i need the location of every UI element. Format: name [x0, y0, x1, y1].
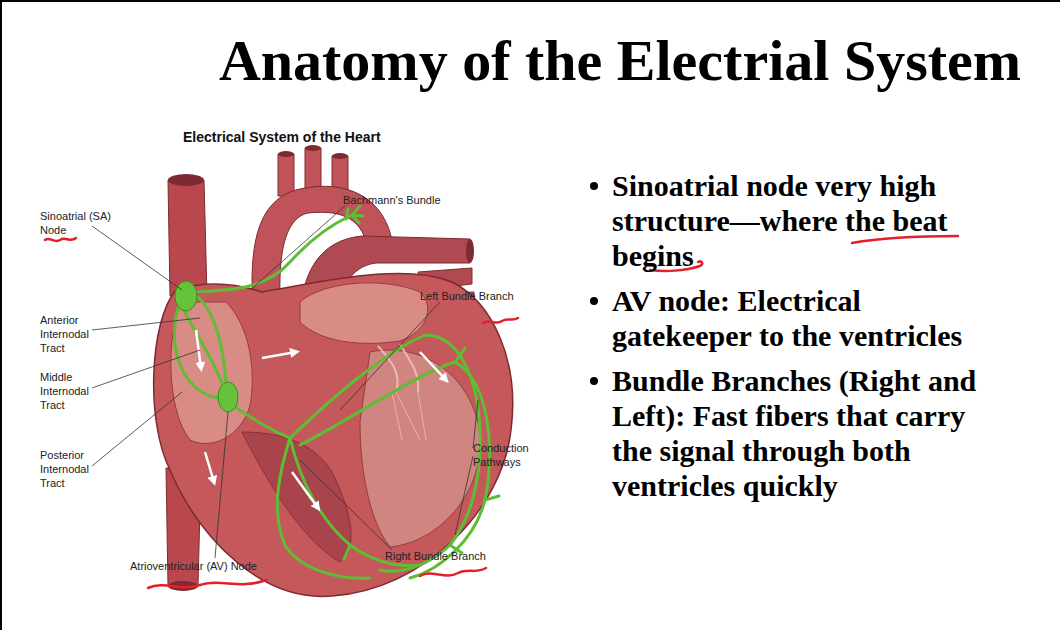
leader-line — [455, 456, 473, 535]
artery-opening — [278, 151, 294, 157]
leader-line — [92, 318, 200, 330]
artery-opening — [305, 145, 321, 151]
artery-branch — [305, 148, 321, 192]
part-label: Sinoatrial (SA) Node — [40, 209, 126, 237]
bullet-point: Sinoatrial node very high structure—wher… — [612, 168, 997, 273]
hand-underline — [483, 318, 518, 323]
part-label: Atrioventricular (AV) Node — [130, 559, 330, 573]
bachmann-ends — [346, 206, 363, 223]
figure-heading: Electrical System of the Heart — [183, 128, 463, 146]
slide-border — [0, 0, 1060, 2]
middle-tract — [184, 310, 222, 384]
heart-valve — [378, 344, 418, 392]
leader-line — [92, 392, 182, 466]
artery-opening — [332, 153, 348, 159]
part-label: Right Bundle Branch — [385, 549, 535, 563]
part-label: Bachmann's Bundle — [343, 193, 493, 207]
leader-line — [250, 206, 345, 290]
hand-underline — [148, 580, 266, 588]
bullet-dot — [590, 377, 598, 385]
right-ventricle — [242, 432, 351, 562]
chordae — [392, 392, 426, 440]
artery-opening — [466, 239, 474, 263]
slide-border — [0, 0, 2, 630]
left-ventricle — [360, 350, 480, 547]
bullet-dot — [590, 182, 598, 190]
slide-title: Anatomy of the Electrial System — [180, 28, 1060, 94]
right-atrium — [171, 302, 252, 444]
left-bundle — [290, 335, 480, 571]
right-bundle — [277, 438, 370, 578]
anterior-tract — [190, 292, 226, 382]
leader-line — [92, 350, 200, 388]
av-node — [218, 382, 238, 412]
impulse-arrow — [196, 330, 201, 368]
leader-line — [92, 226, 182, 290]
impulse-arrows — [196, 330, 446, 508]
heart-body — [154, 273, 513, 596]
bullet-point: Bundle Branches (Right and Left): Fast f… — [612, 363, 997, 503]
part-label: Posterior Internodal Tract — [40, 448, 100, 490]
part-label: Middle Internodal Tract — [40, 370, 98, 412]
his-bundle — [232, 405, 290, 438]
left-atrium — [300, 283, 428, 344]
leader-lines — [92, 206, 478, 558]
vena-cava — [168, 180, 207, 296]
impulse-arrow — [292, 472, 318, 508]
sa-node — [175, 281, 197, 311]
leader-line — [300, 460, 392, 550]
hand-underline — [420, 568, 486, 576]
impulse-arrow — [262, 352, 296, 358]
hand-underline — [852, 236, 958, 243]
impulse-arrow — [205, 452, 214, 482]
leader-line — [473, 400, 478, 448]
impulse-arrow — [420, 352, 446, 380]
artery-branch — [278, 154, 294, 196]
leader-line — [340, 302, 440, 410]
part-label: Conduction Pathways — [473, 441, 537, 469]
leader-line — [215, 412, 228, 558]
posterior-tract — [174, 308, 220, 398]
right-bundle — [290, 438, 420, 566]
vena-cava-opening — [168, 174, 204, 186]
bullet-dot — [590, 297, 598, 305]
conduction-fibers — [174, 206, 499, 578]
left-bundle — [300, 362, 490, 578]
part-label: Left Bundle Branch — [420, 289, 570, 303]
bullet-point: AV node: Electrical gatekeeper to the ve… — [612, 283, 997, 353]
hand-underline — [45, 238, 76, 241]
part-label: Anterior Internodal Tract — [40, 313, 98, 355]
bachmann-bundle — [195, 215, 352, 292]
